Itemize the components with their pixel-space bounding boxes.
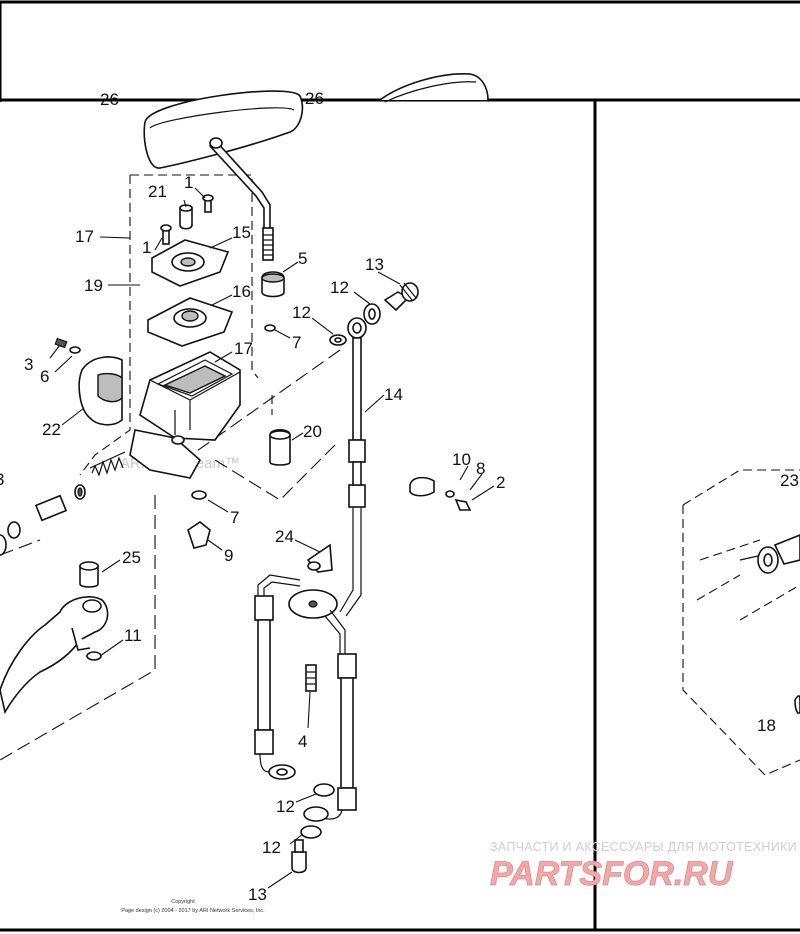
callout-5: 5: [298, 249, 307, 268]
copyright-title: Copyright: [171, 899, 195, 905]
callout-12-lower: 12: [276, 797, 295, 816]
callout-17-top: 17: [75, 227, 94, 246]
callout-12-top: 12: [330, 278, 349, 297]
callout-12-bottom: 12: [262, 838, 281, 857]
callout-11: 11: [124, 626, 142, 645]
callout-6: 6: [40, 367, 49, 386]
callout-17-body: 17: [234, 339, 253, 358]
callout-1-left: 1: [142, 238, 151, 257]
callout-4: 4: [298, 732, 307, 751]
mirror-assembly: [143, 73, 489, 261]
callout-10: 10: [452, 450, 471, 469]
callout-19: 19: [84, 276, 103, 295]
callout-2: 2: [496, 473, 505, 492]
right-panel-parts: [739, 534, 800, 715]
master-cylinder-body: [129, 351, 241, 479]
banjo-parts-upper: [261, 271, 419, 346]
callout-8: 8: [476, 459, 485, 478]
brand-watermark: ЗАПЧАСТИ И АКСЕССУАРЫ ДЛЯ МОТОТЕХНИКИ PA…: [490, 840, 797, 893]
leader-lines: [49, 187, 495, 889]
callout-3-partial: 3: [0, 470, 4, 489]
callout-14: 14: [384, 385, 403, 404]
misc-fasteners: [187, 428, 472, 692]
reservoir-cover-parts: [147, 194, 234, 347]
copyright-block: Copyright Page design (c) 2004 - 2017 by…: [121, 899, 265, 914]
piston-spring-parts: [0, 451, 126, 556]
brand-tagline: ЗАПЧАСТИ И АКСЕССУАРЫ ДЛЯ МОТОТЕХНИКИ: [490, 840, 797, 854]
brake-lever: [0, 561, 109, 715]
callout-18: 18: [757, 716, 776, 735]
copyright-line: Page design (c) 2004 - 2017 by ARI Netwo…: [121, 908, 265, 914]
callout-22: 22: [42, 420, 61, 439]
callout-labels: 26 26 21 1 17 1 15 19 16 17 5 13 12 12 7…: [0, 89, 799, 904]
callout-1-top: 1: [184, 173, 193, 192]
callout-16: 16: [232, 282, 251, 301]
callout-7-top: 7: [292, 333, 301, 352]
callout-7-lower: 7: [230, 508, 239, 527]
callout-26: 26: [305, 89, 324, 108]
junction-and-hoses: [254, 543, 357, 874]
callout-24: 24: [275, 527, 294, 546]
callout-9: 9: [224, 546, 233, 565]
brake-line: [339, 317, 367, 617]
callout-21: 21: [148, 182, 167, 201]
callout-13-bottom: 13: [248, 885, 267, 904]
callout-12-mid: 12: [292, 303, 311, 322]
callout-13-top: 13: [365, 255, 384, 274]
callout-3: 3: [24, 355, 33, 374]
dashed-outlines: [0, 174, 800, 776]
callout-26-partial: 26: [100, 90, 119, 109]
callout-20: 20: [303, 422, 322, 441]
clamp: [54, 337, 123, 426]
callout-23: 23: [780, 471, 799, 490]
callout-25: 25: [122, 548, 141, 567]
callout-15: 15: [232, 223, 251, 242]
brand-logo-text: PARTSFOR.RU: [490, 855, 734, 893]
